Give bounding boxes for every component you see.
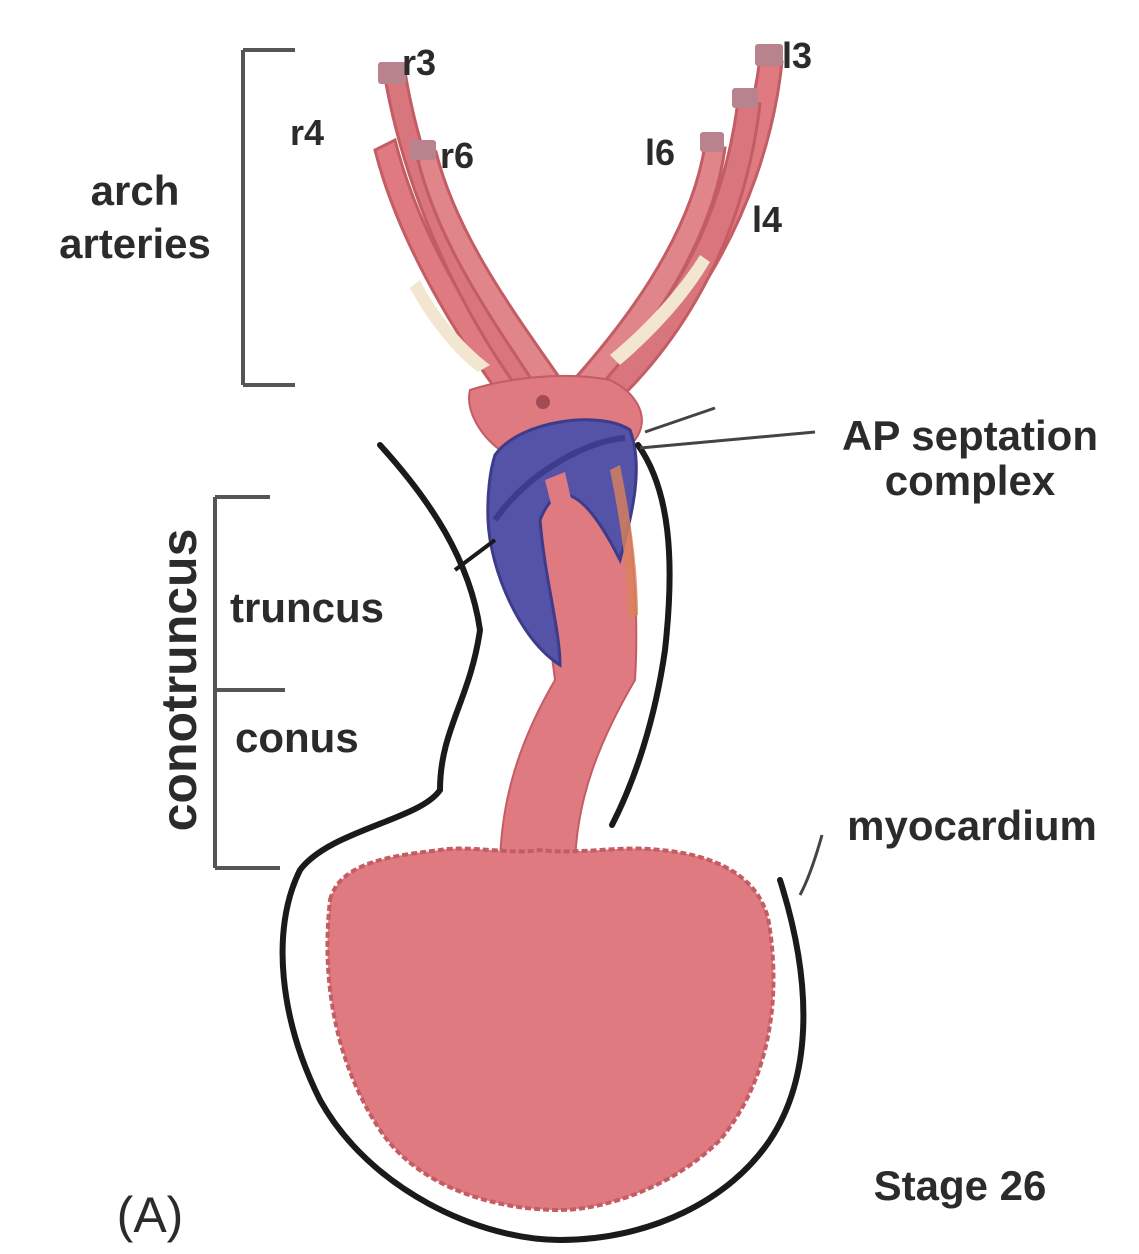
label-r3: r3 (402, 42, 436, 83)
l3-tip (755, 44, 783, 66)
label-l6: l6 (645, 132, 675, 173)
ventricle-neck (500, 860, 580, 880)
r6-tip (410, 140, 436, 160)
arch-arteries-bracket (243, 50, 295, 385)
left-arch-arteries (375, 62, 568, 420)
right-arch-arteries (560, 44, 783, 425)
truncus-label: truncus (230, 584, 384, 631)
label-l4: l4 (752, 199, 782, 240)
ap-leader-line-2 (645, 408, 715, 432)
conus-label: conus (235, 714, 359, 761)
conotruncus-bracket (215, 497, 285, 868)
arch-arteries-label-line2: arteries (59, 220, 211, 267)
ventricle-lumen (327, 849, 773, 1210)
myocardium-label: myocardium (847, 802, 1097, 849)
panel-label: (A) (117, 1187, 184, 1243)
myocardium-leader-line (800, 835, 822, 895)
ap-septation-label-line1: AP septation (842, 412, 1098, 459)
label-l3: l3 (782, 35, 812, 76)
l4-tip (732, 88, 758, 108)
arch-arteries-label-line1: arch (91, 167, 180, 214)
ap-septation-label-line2: complex (885, 457, 1056, 504)
label-r6: r6 (440, 135, 474, 176)
label-r4: r4 (290, 112, 324, 153)
conotruncus-label: conotruncus (151, 529, 207, 832)
l6-tip (700, 132, 724, 152)
sac-marker (536, 395, 550, 409)
stage-label: Stage 26 (874, 1162, 1047, 1209)
ap-leader-line (640, 432, 815, 448)
septation-inner-leader (455, 540, 495, 570)
